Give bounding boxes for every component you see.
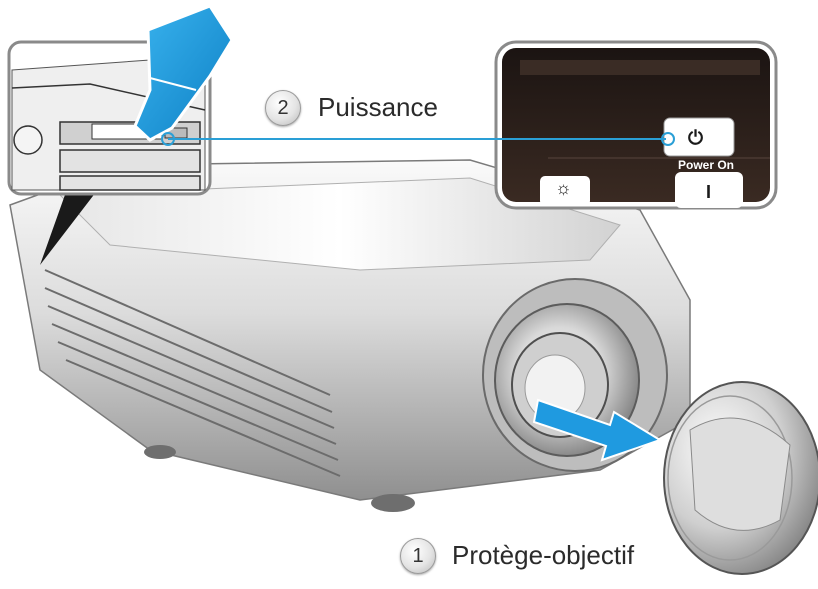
vent-grille bbox=[44, 269, 341, 477]
projector-foot bbox=[371, 494, 415, 512]
callout-label-lens-cap: Protège-objectif bbox=[452, 540, 635, 570]
brightness-icon: ☼ bbox=[555, 178, 572, 198]
power-on-button-glyph: I bbox=[706, 182, 712, 202]
pointing-hand-icon bbox=[133, 4, 234, 142]
callout-label-power: Puissance bbox=[318, 92, 438, 122]
lens-cap bbox=[663, 381, 818, 575]
remove-cap-arrow bbox=[532, 398, 663, 462]
power-on-label: Power On bbox=[678, 158, 735, 172]
power-icon: ⏻ bbox=[688, 128, 704, 149]
inset-pointer bbox=[40, 192, 96, 265]
callout-badge-1: 1 bbox=[400, 538, 436, 574]
projector-foot bbox=[144, 445, 176, 459]
callout-badge-2: 2 bbox=[265, 90, 301, 126]
callout-connector bbox=[161, 132, 675, 146]
inset-control-panel bbox=[494, 40, 778, 210]
